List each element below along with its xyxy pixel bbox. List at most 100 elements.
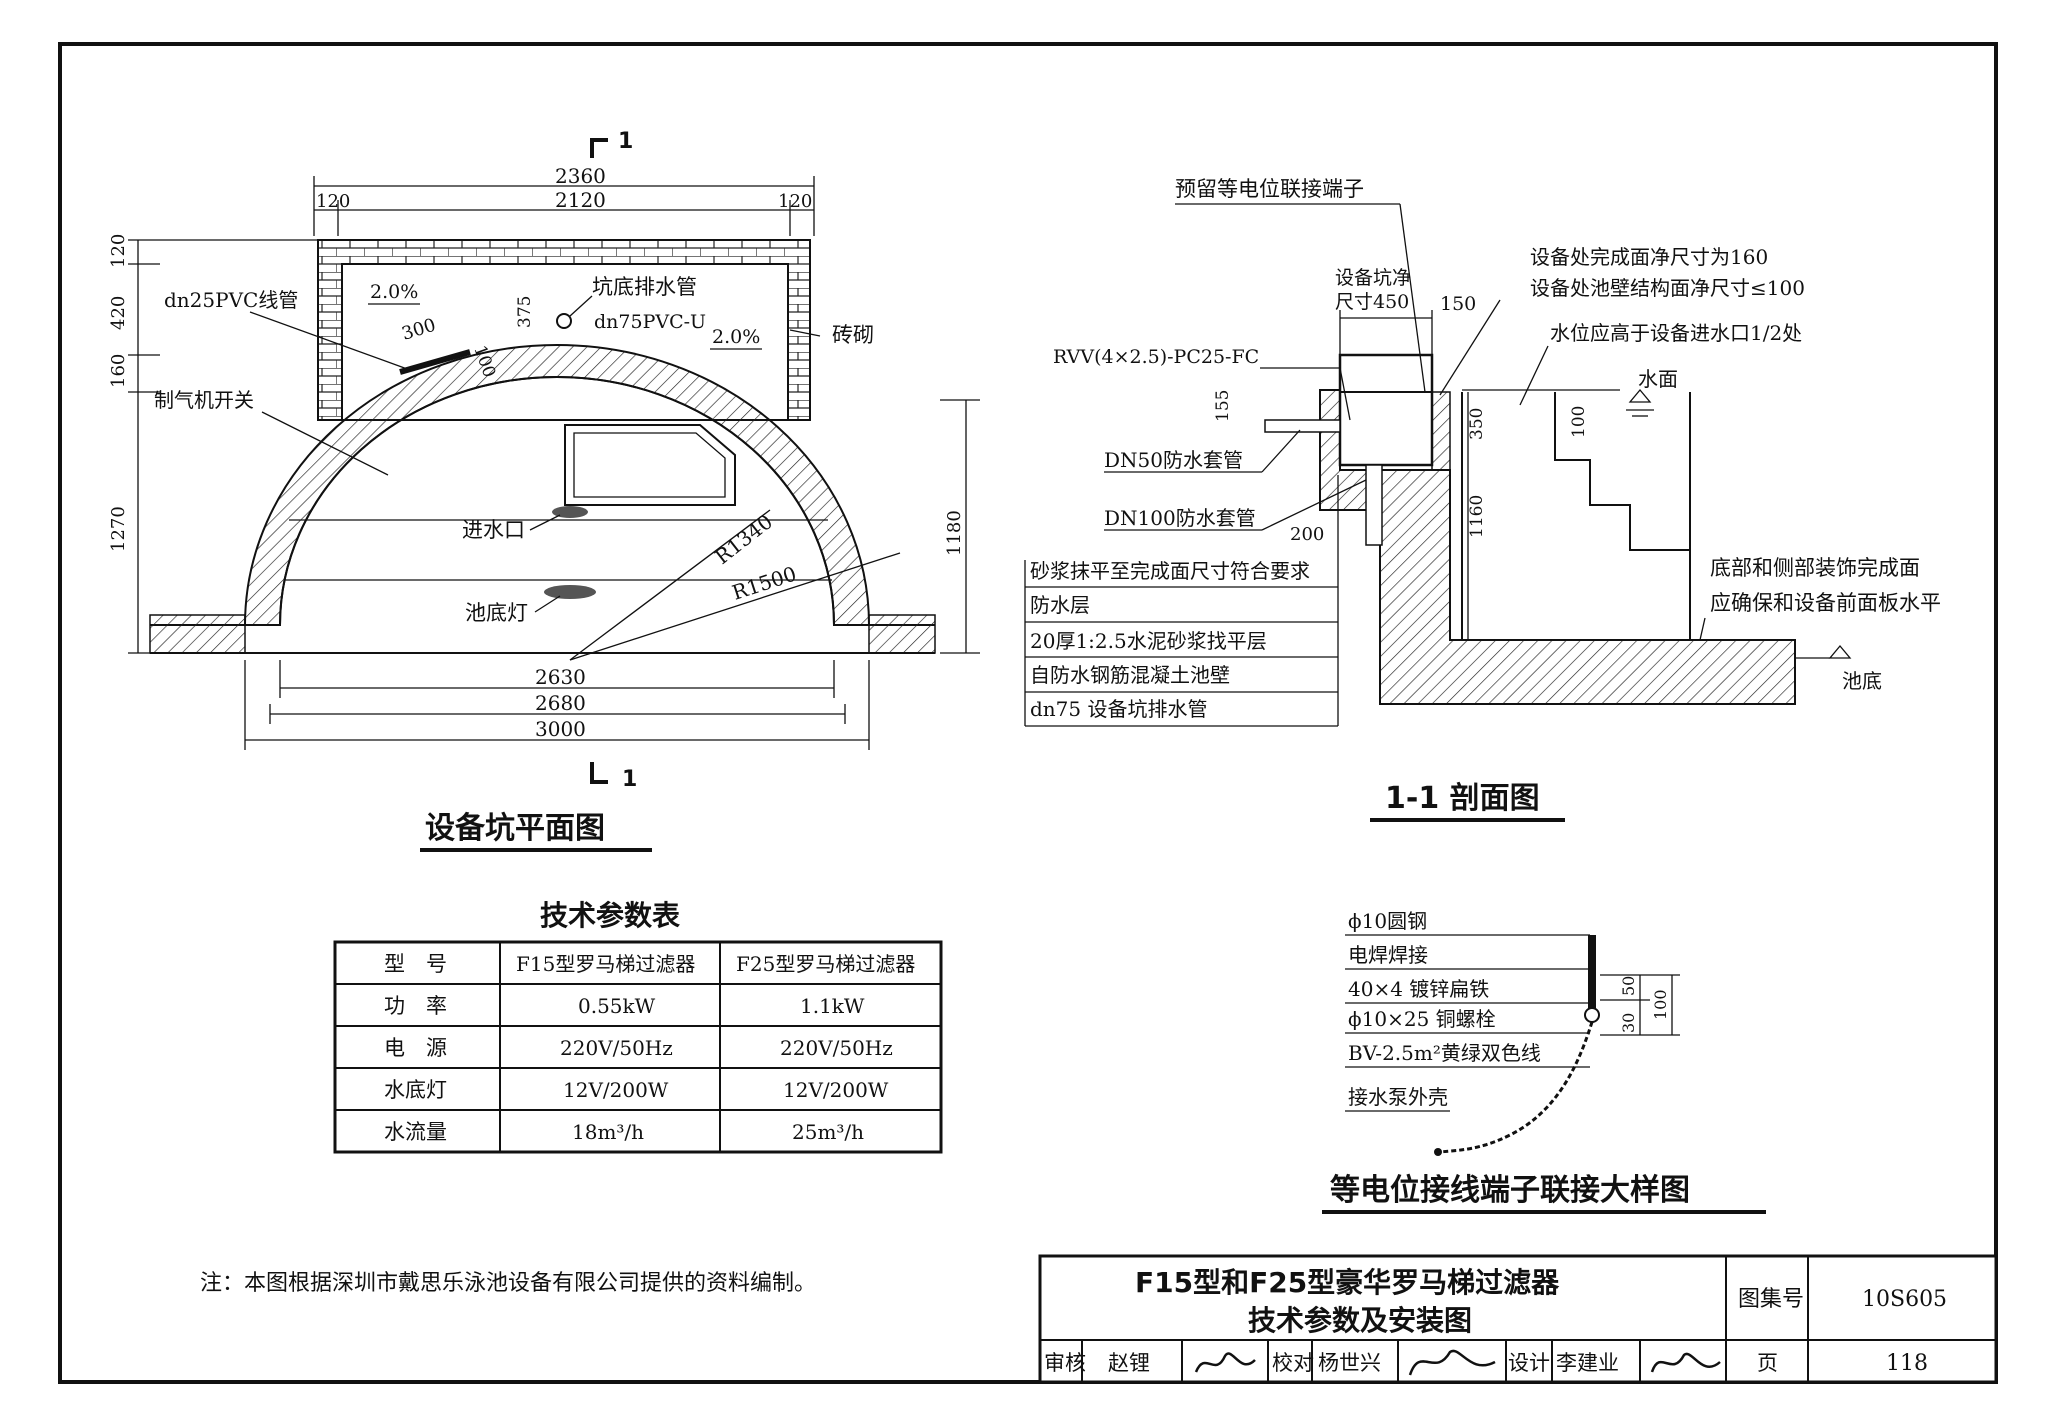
screed-label: 20厚1:2.5水泥砂浆找平层: [1030, 629, 1267, 653]
light-label: 池底灯: [465, 601, 528, 625]
inlet-symbol: [552, 506, 588, 518]
sleeve-dn50: [1264, 419, 1341, 433]
table-cell: 18m³/h: [572, 1120, 644, 1144]
drain-section-label: dn75 设备坑排水管: [1030, 697, 1208, 721]
page-number: 118: [1886, 1351, 1928, 1376]
pit-size-2: 尺寸450: [1335, 291, 1409, 313]
plan-view: 1 1 2360 120 2120 120: [108, 129, 980, 852]
ladder-steps: [1554, 392, 1691, 551]
radius-r1340: R1340: [710, 509, 777, 569]
dim-375: 375: [515, 296, 535, 328]
flat-bar: [1588, 935, 1596, 1015]
dim-right-1180: 1180: [944, 510, 965, 556]
table-cell: 220V/50Hz: [560, 1036, 673, 1060]
water-level-symbol: [1628, 388, 1652, 403]
dim-2120: 2120: [555, 188, 606, 212]
dim-120-right: 120: [778, 191, 812, 212]
conduit-symbol: [399, 349, 471, 375]
dim-100-section: 100: [1569, 406, 1589, 438]
drain-symbol: [556, 313, 572, 329]
source-note: 注：本图根据深圳市戴思乐泳池设备有限公司提供的资料编制。: [200, 1271, 816, 1296]
table-cell: 水流量: [384, 1120, 447, 1144]
table-cell: 25m³/h: [792, 1120, 864, 1144]
pool-bottom-label: 池底: [1842, 669, 1882, 693]
sheet-border: [58, 42, 1998, 1384]
pit-size-1: 设备坑净: [1335, 267, 1411, 289]
inner-arc: [279, 376, 835, 626]
detail-label-flatbar: 40×4 镀锌扁铁: [1348, 977, 1489, 1001]
table-cell: 水底灯: [384, 1078, 447, 1102]
section-mark-top: [590, 138, 608, 158]
section-mark-bottom: [590, 762, 608, 784]
dim-200: 200: [1290, 524, 1324, 545]
dim-155: 155: [1213, 390, 1233, 422]
dim-3000: 3000: [535, 717, 586, 741]
detail-label-pump: 接水泵外壳: [1348, 1085, 1448, 1109]
table-cell: 220V/50Hz: [780, 1036, 893, 1060]
sleeve-dn50-label: DN50防水套管: [1104, 448, 1243, 472]
dim-left-1270: 1270: [108, 506, 129, 552]
designer-signature: [1650, 1352, 1721, 1373]
drain-pipe: [1365, 464, 1383, 546]
detail-label-wire: BV-2.5m²黄绿双色线: [1348, 1041, 1541, 1065]
drawing-title-2: 技术参数及安装图: [1248, 1304, 1472, 1337]
detail-label-bolt: ϕ10×25 铜螺栓: [1348, 1007, 1496, 1031]
filter-unit: [564, 424, 736, 506]
section-title: 1-1 剖面图: [1385, 781, 1540, 816]
dim-left-420: 420: [108, 296, 129, 330]
tech-table-title: 技术参数表: [540, 899, 680, 932]
table-header-f25: F25型罗马梯过滤器: [736, 952, 915, 976]
plan-title: 设备坑平面图: [425, 811, 605, 846]
brick-label: 砖砌: [832, 323, 874, 347]
table-cell: 电 源: [384, 1036, 447, 1060]
bolt: [1584, 1007, 1600, 1023]
dim-120-left: 120: [316, 191, 350, 212]
equipment-box: [1338, 353, 1434, 467]
dim-1160: 1160: [1467, 495, 1487, 538]
checker-signature: [1408, 1349, 1496, 1376]
conduit-label: dn25PVC线管: [164, 288, 298, 312]
atlas-label: 图集号: [1738, 1287, 1804, 1312]
check-label: 校对: [1272, 1351, 1314, 1375]
detail-label-rod: ϕ10圆钢: [1348, 909, 1427, 933]
detail-dim-30: 30: [1619, 1013, 1638, 1033]
pool-wall-hatch: [1379, 469, 1796, 705]
atlas-number: 10S605: [1862, 1287, 1947, 1312]
dim-2360: 2360: [555, 164, 606, 188]
slope-right: 2.0%: [712, 326, 760, 348]
switch-label: 制气机开关: [154, 388, 254, 412]
detail-title: 等电位接线端子联接大样图: [1330, 1173, 1690, 1208]
decor-note-1: 底部和侧部装饰完成面: [1710, 556, 1920, 580]
dim-350: 350: [1467, 408, 1487, 440]
detail-dim-100: 100: [1651, 989, 1670, 1020]
design-label: 设计: [1508, 1351, 1550, 1375]
water-surface-label: 水面: [1638, 367, 1678, 391]
table-cell: 0.55kW: [578, 994, 656, 1018]
review-label: 审核: [1044, 1351, 1086, 1375]
tech-table-frame: [333, 940, 943, 1154]
reviewer-signature: [1194, 1352, 1256, 1373]
cable-label: RVV(4×2.5)-PC25-FC: [1053, 346, 1259, 368]
finish-note-1: 设备处完成面净尺寸为160: [1530, 245, 1768, 269]
table-cell: 功 率: [384, 994, 447, 1018]
reviewer-name: 赵锂: [1108, 1351, 1150, 1375]
detail-label-weld: 电焊焊接: [1348, 943, 1428, 967]
page-label: 页: [1757, 1351, 1778, 1375]
sleeve-dn100-label: DN100防水套管: [1104, 506, 1256, 530]
dim-150: 150: [1440, 293, 1476, 315]
designer-name: 李建业: [1556, 1351, 1619, 1375]
table-cell: 12V/200W: [783, 1078, 889, 1102]
terminal-label: 预留等电位联接端子: [1175, 177, 1364, 201]
finish-note-2: 设备处池壁结构面净尺寸≤100: [1530, 276, 1805, 300]
title-block: F15型和F25型豪华罗马梯过滤器 技术参数及安装图 图集号 10S605 审核…: [1038, 1254, 1998, 1384]
pool-light-symbol: [544, 585, 596, 599]
decor-note-2: 应确保和设备前面板水平: [1710, 591, 1941, 615]
checker-name: 杨世兴: [1318, 1351, 1381, 1375]
table-header-model: 型 号: [384, 952, 447, 976]
drawing-title-1: F15型和F25型豪华罗马梯过滤器: [1135, 1266, 1560, 1299]
drain-spec-label: dn75PVC-U: [594, 311, 706, 333]
table-header-f15: F15型罗马梯过滤器: [516, 952, 695, 976]
drain-label: 坑底排水管: [592, 275, 697, 299]
bonding-wire: [1439, 1021, 1594, 1154]
